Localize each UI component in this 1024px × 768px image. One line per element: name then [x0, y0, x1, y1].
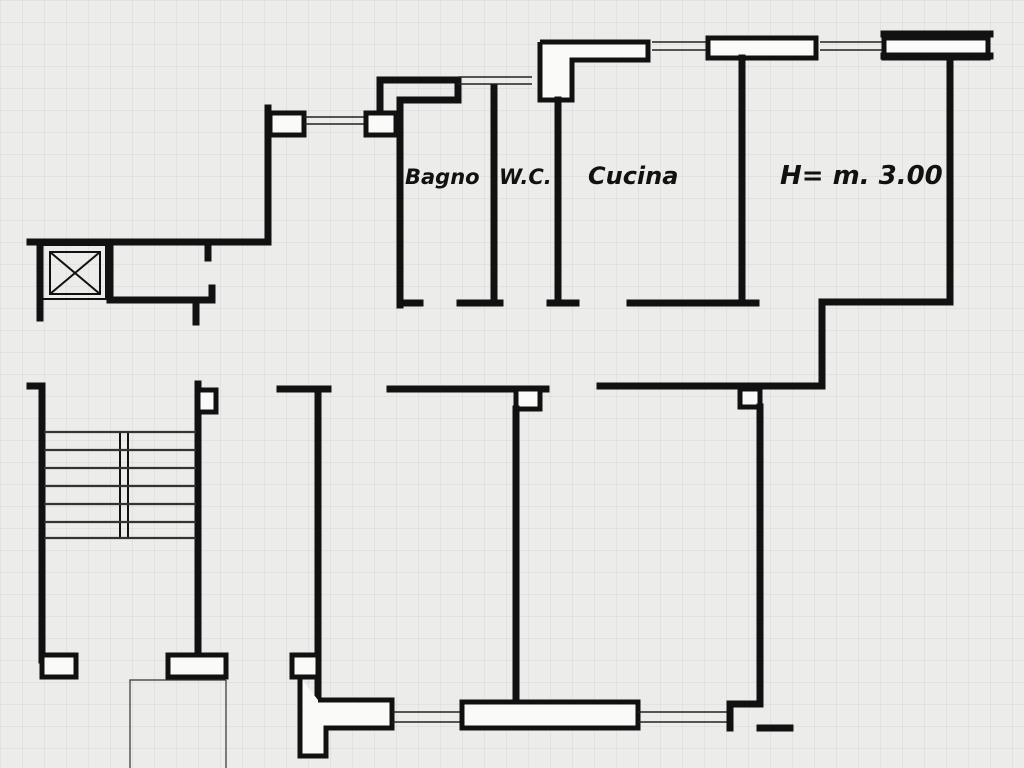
staircase — [26, 380, 229, 680]
lift-shaft — [39, 244, 107, 300]
room-label-cucina: Cucina — [588, 162, 678, 190]
service-partitions — [396, 54, 954, 390]
corridor-walls — [276, 385, 763, 412]
room-label-bagno: Bagno — [405, 165, 480, 189]
lower-rooms-walls — [289, 385, 794, 759]
upper-left-windows — [267, 110, 399, 138]
entrance-walls — [26, 104, 272, 326]
lower-boundary-line — [129, 679, 227, 768]
room-label-wc: W.C. — [499, 165, 552, 189]
service-rooms-top-wall — [376, 30, 994, 309]
ceiling-height-note: H= m. 3.00 — [780, 161, 943, 191]
